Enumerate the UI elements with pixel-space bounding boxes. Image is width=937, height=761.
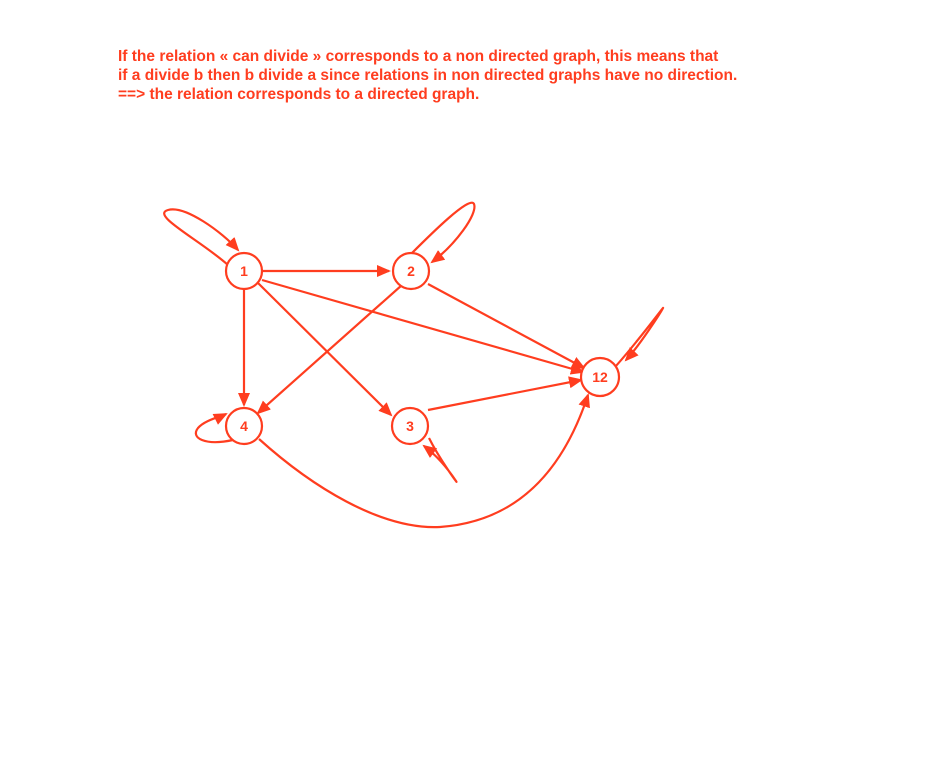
edge-12-12 (614, 306, 665, 368)
edge-1-12 (261, 278, 585, 375)
graph-node-4: 4 (224, 406, 264, 446)
edge-1-3 (257, 282, 393, 417)
caption-line-1: If the relation « can divide » correspon… (118, 48, 719, 65)
edge-4-4 (194, 412, 234, 444)
caption: If the relation « can divide » correspon… (118, 47, 898, 104)
edge-1-1 (163, 208, 240, 266)
node-label-2: 2 (407, 263, 415, 279)
node-label-12: 12 (592, 369, 608, 385)
edge-2-2 (410, 201, 476, 264)
graph-node-12: 12 (579, 356, 621, 398)
edge-2-12 (427, 283, 586, 369)
node-label-3: 3 (406, 418, 414, 434)
node-label-1: 1 (240, 263, 248, 279)
graph-node-2: 2 (391, 251, 431, 291)
graph-node-3: 3 (390, 406, 430, 446)
edge-3-3 (422, 437, 458, 483)
graph-node-1: 1 (224, 251, 264, 291)
caption-line-2: if a divide b then b divide a since rela… (118, 67, 738, 84)
edge-4-12 (258, 393, 590, 529)
edge-2-4 (256, 284, 403, 415)
node-label-4: 4 (240, 418, 248, 434)
edge-3-12 (427, 376, 583, 412)
caption-line-3: ==> the relation corresponds to a direct… (118, 86, 480, 103)
